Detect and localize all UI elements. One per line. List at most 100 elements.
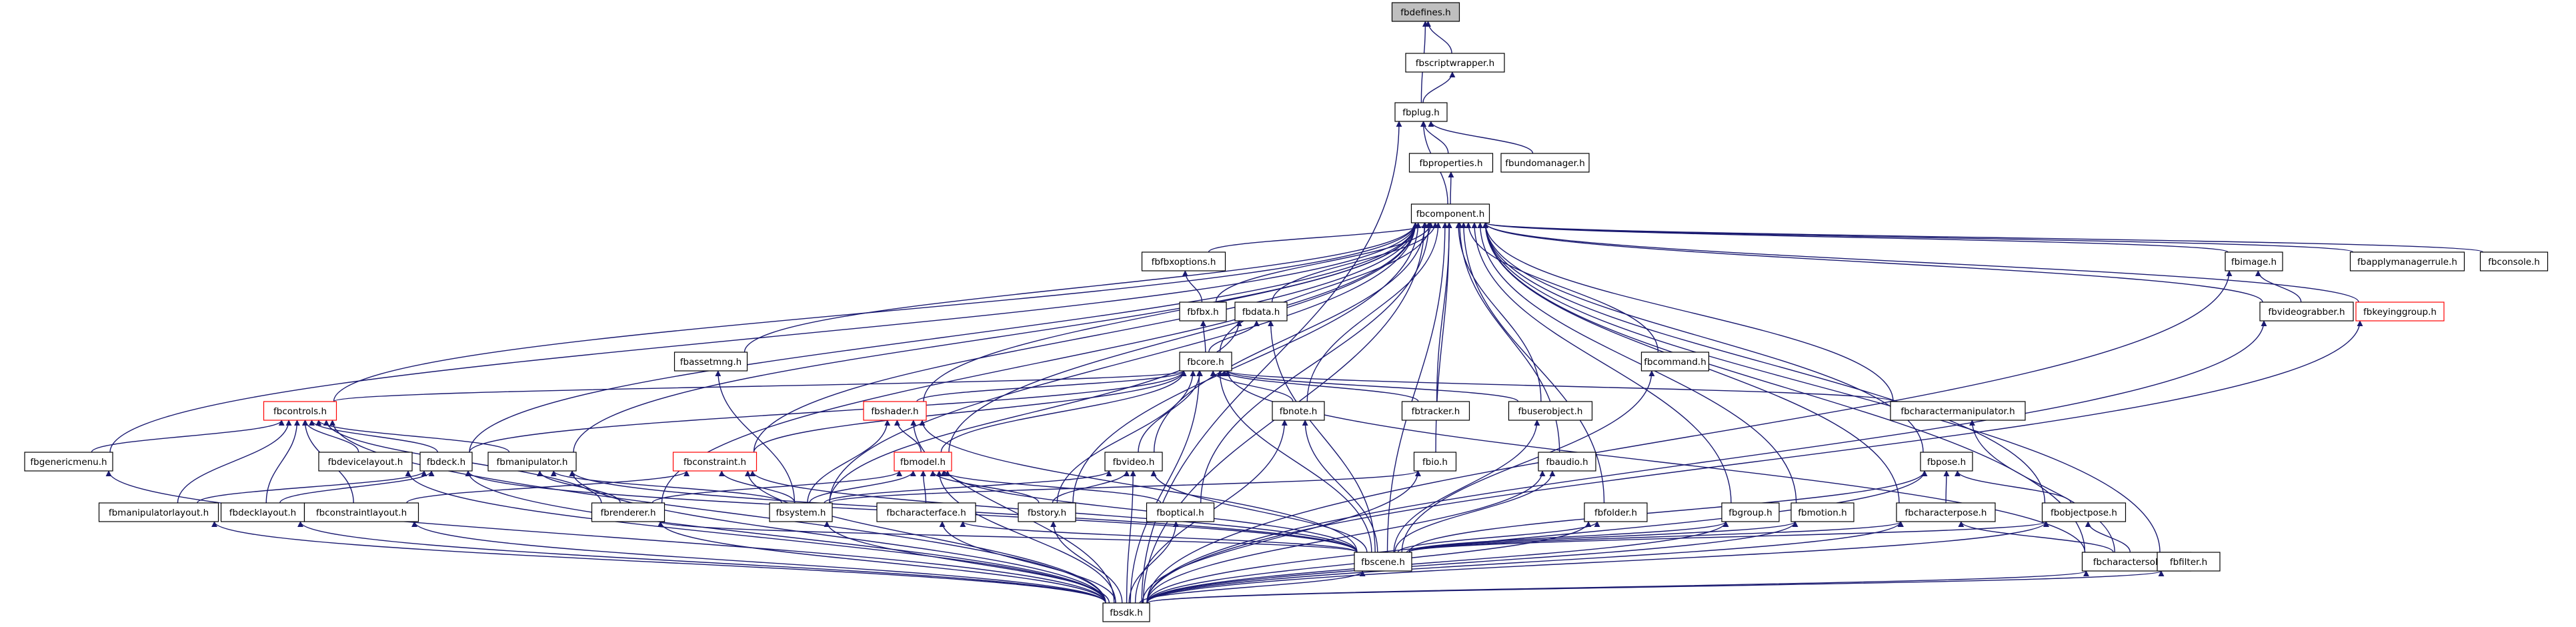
edge-fbsystem-to-fbio [829, 470, 1421, 504]
node-fbgroup[interactable]: fbgroup.h [1721, 502, 1780, 522]
edge-fbcomponent-to-fbproperties [1448, 171, 1454, 205]
node-fbrenderer[interactable]: fbrenderer.h [591, 502, 666, 522]
node-fbdefines[interactable]: fbdefines.h [1391, 2, 1460, 22]
node-box [876, 502, 976, 522]
node-fbundomanager[interactable]: fbundomanager.h [1500, 153, 1590, 173]
edge-fbsdk-to-fbkeyinggroup [1146, 320, 2363, 604]
edge-fbcharacterpose-to-fbpose [1943, 470, 1950, 504]
edge-fbobjectpose-to-fbpose [1955, 470, 2072, 504]
node-fbassetmng[interactable]: fbassetmng.h [674, 352, 748, 372]
node-fbgenericmenu[interactable]: fbgenericmenu.h [24, 452, 113, 472]
node-fbmanipulator[interactable]: fbmanipulator.h [487, 452, 577, 472]
node-fbsdk[interactable]: fbsdk.h [1102, 602, 1150, 622]
node-fbmodel[interactable]: fbmodel.h [894, 452, 952, 472]
edge-fbmodel-to-fbshader [894, 420, 922, 453]
node-fbcore[interactable]: fbcore.h [1179, 352, 1232, 372]
node-box [1640, 352, 1710, 372]
node-fbfolder[interactable]: fbfolder.h [1584, 502, 1648, 522]
node-fbkeyinggroup[interactable]: fbkeyinggroup.h [2355, 301, 2445, 322]
node-box [98, 502, 219, 522]
node-fbdecklayout[interactable]: fbdecklayout.h [220, 502, 305, 522]
node-label: fbdecklayout.h [229, 508, 296, 518]
node-fbconstraintlayout[interactable]: fbconstraintlayout.h [303, 502, 419, 522]
node-box [1584, 502, 1648, 522]
node-fbdeck[interactable]: fbdeck.h [419, 452, 473, 472]
node-box [2041, 502, 2127, 522]
edge-fbmanipulator-to-fbcontrols [315, 420, 510, 453]
node-fbscriptwrapper[interactable]: fbscriptwrapper.h [1405, 53, 1505, 73]
node-box [1790, 502, 1854, 522]
node-fbfbxoptions[interactable]: fbfbxoptions.h [1141, 251, 1226, 271]
node-fbnote[interactable]: fbnote.h [1272, 401, 1325, 421]
node-fbcharacterpose[interactable]: fbcharacterpose.h [1896, 502, 1996, 522]
node-fbshader[interactable]: fbshader.h [863, 401, 927, 421]
node-label: fbgenericmenu.h [30, 457, 107, 468]
node-fbcomponent[interactable]: fbcomponent.h [1410, 203, 1490, 223]
node-fbconstraint[interactable]: fbconstraint.h [672, 452, 758, 472]
node-label: fbpose.h [1927, 457, 1966, 468]
edge-fbsdk-to-fbvideo [1126, 470, 1136, 604]
node-box [1018, 502, 1076, 522]
edge-fbsystem-to-fbvideo [824, 470, 1112, 504]
edge-fbconstraintlayout-to-fbconstraint [406, 470, 690, 504]
node-fbtracker[interactable]: fbtracker.h [1401, 401, 1470, 421]
node-fbcommand[interactable]: fbcommand.h [1640, 352, 1710, 372]
node-fbimage[interactable]: fbimage.h [2225, 251, 2283, 271]
node-label: fbconsole.h [2488, 257, 2540, 267]
node-fbdata[interactable]: fbdata.h [1234, 301, 1288, 322]
node-label: fbapplymanagerrule.h [2357, 257, 2457, 267]
edge-fbfilter-to-fbcomponent [1482, 222, 2161, 553]
node-box [1401, 401, 1470, 421]
node-fbapplymanagerrule[interactable]: fbapplymanagerrule.h [2349, 251, 2465, 271]
node-label: fbgroup.h [1728, 508, 1772, 518]
node-label: fbdefines.h [1400, 7, 1450, 18]
node-box [2479, 251, 2549, 271]
edge-fbcharacterface-to-fbmodel [920, 470, 927, 504]
node-fboptical[interactable]: fboptical.h [1146, 502, 1215, 522]
node-fbdevicelayout[interactable]: fbdevicelayout.h [318, 452, 413, 472]
node-fbscene[interactable]: fbscene.h [1354, 552, 1412, 572]
edge-fbscene-to-fbaudio [1394, 470, 1556, 553]
node-fbvideograbber[interactable]: fbvideograbber.h [2259, 301, 2354, 322]
node-fbproperties[interactable]: fbproperties.h [1408, 153, 1494, 173]
edge-fbsdk-to-fbconstraint [744, 470, 1106, 604]
node-label: fbconstraint.h [684, 457, 746, 468]
node-fbmotion[interactable]: fbmotion.h [1790, 502, 1854, 522]
node-box [1538, 452, 1596, 472]
node-fbstory[interactable]: fbstory.h [1018, 502, 1076, 522]
node-fbobjectpose[interactable]: fbobjectpose.h [2041, 502, 2127, 522]
node-fbcontrols[interactable]: fbcontrols.h [263, 401, 337, 421]
node-fbcharacterface[interactable]: fbcharacterface.h [876, 502, 976, 522]
node-fbfilter[interactable]: fbfilter.h [2157, 552, 2221, 572]
node-fbconsole[interactable]: fbconsole.h [2479, 251, 2549, 271]
edge-fbmanipulator-to-fbcomponent [573, 222, 1418, 453]
edge-fbcommand-to-fbcomponent [1465, 222, 1659, 353]
edge-fbobjectpose-to-fbcomponent [1482, 222, 2046, 504]
node-fbmanipulatorlayout[interactable]: fbmanipulatorlayout.h [98, 502, 219, 522]
edge-fbdeck-to-fbcore [469, 370, 1187, 453]
node-box [1234, 301, 1288, 322]
node-fbuserobject[interactable]: fbuserobject.h [1508, 401, 1593, 421]
node-fbio[interactable]: fbio.h [1413, 452, 1457, 472]
edge-fboptical-to-fbmodel [940, 470, 1162, 504]
node-fbsystem[interactable]: fbsystem.h [769, 502, 833, 522]
node-box [220, 502, 305, 522]
node-fbcharactermanipulator[interactable]: fbcharactermanipulator.h [1890, 401, 2026, 421]
edge-layer [91, 21, 2484, 604]
edge-fbsdk-to-fbpose [1146, 470, 1928, 604]
node-box [1508, 401, 1593, 421]
node-fbplug[interactable]: fbplug.h [1394, 102, 1448, 122]
edge-fbkeyinggroup-to-fbcomponent [1482, 222, 2359, 303]
node-fbaudio[interactable]: fbaudio.h [1538, 452, 1596, 472]
edge-fbdecklayout-to-fbcontrols [265, 420, 301, 504]
node-fbfbx[interactable]: fbfbx.h [1179, 301, 1227, 322]
node-box [24, 452, 113, 472]
node-fbvideo[interactable]: fbvideo.h [1104, 452, 1163, 472]
node-fbpose[interactable]: fbpose.h [1920, 452, 1973, 472]
node-label: fbmodel.h [900, 457, 946, 468]
node-box [419, 452, 473, 472]
edge-fbsdk-to-fbstory [1050, 521, 1123, 604]
edge-fbscene-to-fbcharacterface [960, 521, 1358, 553]
edge-fbstory-to-fbcore [1056, 370, 1196, 504]
